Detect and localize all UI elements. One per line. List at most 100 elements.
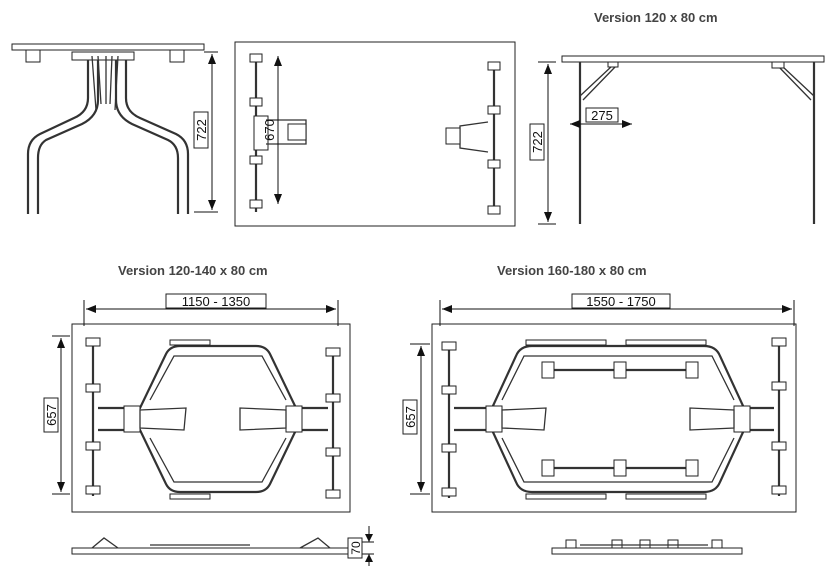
bl-clip-r4	[325, 489, 341, 499]
bl-hinge-right	[285, 405, 303, 433]
br-dep-arrow-top	[417, 346, 425, 356]
br-hinge-left	[485, 405, 503, 433]
br-clip-r1	[771, 337, 787, 347]
bl-depth-label: 657	[44, 404, 59, 426]
br-clip-l1	[441, 341, 457, 351]
br-bar-top-right	[625, 339, 707, 346]
br-st-bottom-clip3	[685, 459, 699, 477]
bl-clip-l4	[85, 485, 101, 495]
bl-tabletop	[71, 323, 351, 513]
top-view: 670	[234, 41, 516, 227]
side-height-label: 722	[530, 131, 545, 153]
br-length-label: 1550 - 1750	[586, 294, 655, 309]
side-offset-arrow-right	[622, 120, 632, 128]
side-brace-right	[777, 65, 815, 101]
bl-latch-left	[139, 407, 187, 431]
br-st-top-clip3	[685, 361, 699, 379]
top-dim-arrow-top	[274, 56, 282, 66]
br-clip-r4	[771, 485, 787, 495]
front-leg-left-outer	[26, 60, 90, 214]
bl-clip-r3	[325, 447, 341, 457]
br-leg-top-inner	[501, 355, 735, 401]
bl-clip-l3	[85, 441, 101, 451]
side-offset-label-box	[585, 107, 619, 123]
bl-clip-l2	[85, 383, 101, 393]
br-st-top-clip1	[541, 361, 555, 379]
folded-dim-arrow-bottom	[365, 554, 373, 562]
front-view: 722	[11, 43, 218, 214]
br-len-arrow-right	[782, 305, 792, 313]
top-clip-right-3	[487, 159, 501, 169]
heading-version-160-180x80: Version 160-180 x 80 cm	[497, 263, 647, 278]
bl-leg-top-outer	[98, 344, 328, 410]
bl-len-arrow-left	[86, 305, 96, 313]
bl-dep-arrow-bottom	[57, 482, 65, 492]
bl-leg-bottom-inner	[149, 437, 287, 483]
top-clip-width-label: 670	[262, 119, 277, 141]
br-latch-left	[501, 407, 547, 431]
front-leg-right-inner	[114, 60, 180, 214]
heading-version-120x80: Version 120 x 80 cm	[594, 10, 718, 25]
br-depth-label: 657	[403, 406, 418, 428]
side-brace-left	[579, 65, 617, 101]
folded-thickness-label: 70	[349, 541, 363, 555]
br-len-label-box	[571, 293, 671, 309]
br-clip-l4	[441, 487, 457, 497]
br-bar-top-left	[525, 339, 607, 346]
folded-right-block4	[667, 539, 679, 549]
bl-leg-top-inner	[149, 355, 287, 401]
folded-right-block3	[639, 539, 651, 549]
top-clip-left-3	[249, 155, 263, 165]
br-leg-bottom-inner	[501, 437, 735, 483]
br-leg-top-outer	[454, 344, 774, 410]
top-clip-left-1	[249, 53, 263, 63]
bottom-view-120-140: 1150 - 1350 657	[43, 293, 351, 513]
bl-dep-label-box	[43, 397, 59, 433]
bl-len-label-box	[165, 293, 267, 309]
br-st-bottom-clip1	[541, 459, 555, 477]
folded-view-right	[551, 539, 743, 555]
br-clip-r3	[771, 441, 787, 451]
bl-clip-r1	[325, 347, 341, 357]
folded-right-block1	[565, 539, 577, 549]
heading-version-120-140x80: Version 120-140 x 80 cm	[118, 263, 268, 278]
bl-dep-arrow-top	[57, 338, 65, 348]
front-bracket-left	[25, 49, 41, 63]
front-bracket-right	[169, 49, 185, 63]
front-height-label: 722	[194, 119, 209, 141]
br-len-arrow-left	[442, 305, 452, 313]
top-clip-right-2	[487, 105, 501, 115]
side-view: 722 275	[529, 55, 825, 225]
side-tabletop	[561, 55, 825, 63]
bl-len-arrow-right	[326, 305, 336, 313]
folded-left-feet	[91, 537, 331, 549]
br-clip-l3	[441, 443, 457, 453]
br-clip-r2	[771, 381, 787, 391]
bl-leg-bottom-outer	[98, 428, 328, 494]
bl-latch-right	[239, 407, 287, 431]
side-offset-label: 275	[591, 108, 613, 123]
front-dim-label-box	[193, 111, 209, 149]
side-bracket-left	[607, 61, 619, 68]
bl-hinge-left	[123, 405, 141, 433]
br-bar-bottom-left	[525, 493, 607, 500]
front-center-struts	[91, 55, 119, 111]
bl-clip-l1	[85, 337, 101, 347]
folded-right-block2	[611, 539, 623, 549]
front-hinge-plate	[71, 51, 135, 61]
bl-bar-bottom	[169, 493, 211, 500]
top-latch-left	[287, 123, 307, 141]
top-clip-right-4	[487, 205, 501, 215]
br-st-bottom-clip2	[613, 459, 627, 477]
front-leg-left-inner	[36, 60, 100, 214]
front-dim-arrow-top	[208, 54, 216, 64]
front-dim-arrow-bottom	[208, 200, 216, 210]
br-st-top-clip2	[613, 361, 627, 379]
top-hinge-left	[253, 115, 269, 151]
folded-left-top	[71, 547, 355, 555]
br-dep-arrow-bottom	[417, 482, 425, 492]
br-hinge-right	[733, 405, 751, 433]
top-clip-right-1	[487, 61, 501, 71]
front-leg-right-outer	[124, 60, 190, 214]
